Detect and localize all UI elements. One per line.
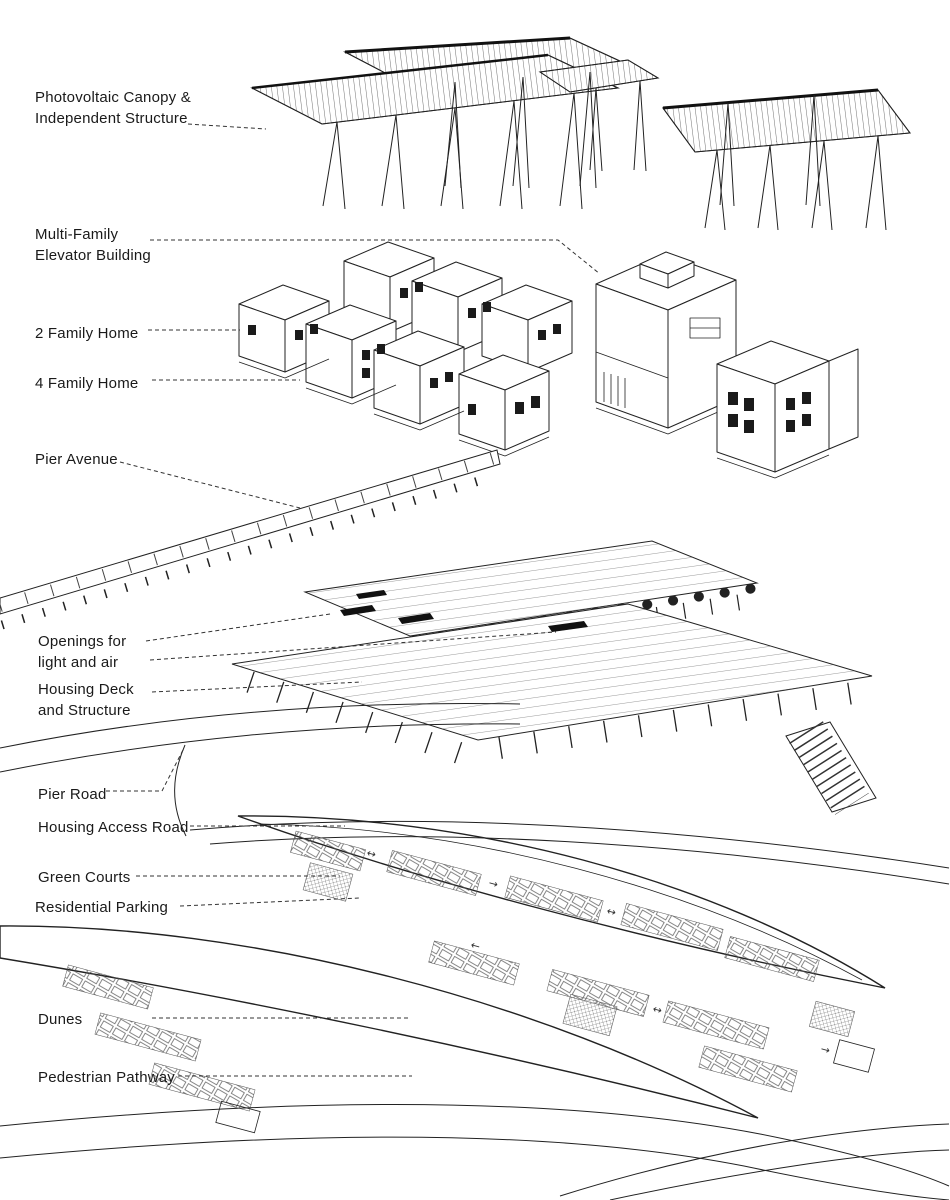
label-pier-road: Pier Road [38, 786, 107, 803]
leader-pier-avenue [119, 461, 301, 509]
label-housing-deck-line2: and Structure [38, 702, 131, 719]
pier-avenue-drawing [0, 449, 501, 630]
deck-stair [789, 721, 869, 815]
label-pedestrian-pathway: Pedestrian Pathway [38, 1069, 176, 1086]
leader-lines [106, 123, 601, 1077]
svg-text:→: → [487, 876, 499, 891]
label-dunes: Dunes [38, 1011, 83, 1028]
photovoltaic-canopy-drawing [250, 36, 911, 231]
leader-openings-1 [145, 613, 331, 642]
label-green-courts: Green Courts [38, 869, 131, 886]
svg-text:←: ← [469, 938, 481, 953]
label-multi-family: Multi-Family Elevator Building [35, 224, 151, 266]
parking-arrows: ↔ → ↔ ← ↔ → [365, 846, 831, 1057]
label-openings-line1: Openings for [38, 633, 127, 650]
pathway-drawing [0, 1104, 950, 1200]
cluster-windows [248, 282, 561, 415]
label-openings: Openings for light and air [38, 631, 126, 673]
leader-housing-deck [151, 681, 363, 693]
roads-drawing [0, 702, 950, 885]
label-photovoltaic-canopy: Photovoltaic Canopy & Independent Struct… [35, 87, 191, 129]
svg-text:↔: ↔ [365, 846, 377, 861]
plan-structures [215, 1039, 875, 1134]
svg-text:→: → [819, 1042, 831, 1057]
deck-openings [340, 590, 588, 632]
leader-residential-parking [179, 897, 361, 907]
label-photovoltaic-canopy-line2: Independent Structure [35, 110, 188, 127]
label-multi-family-line1: Multi-Family [35, 226, 119, 243]
label-photovoltaic-canopy-line1: Photovoltaic Canopy & [35, 89, 191, 106]
svg-text:↔: ↔ [651, 1002, 663, 1017]
housing-deck-drawing [231, 540, 877, 815]
label-four-family-home: 4 Family Home [35, 375, 139, 392]
label-residential-parking: Residential Parking [35, 899, 169, 916]
svg-text:↔: ↔ [605, 904, 617, 919]
label-multi-family-line2: Elevator Building [35, 247, 151, 264]
canopy-struts [322, 71, 887, 231]
right-building-windows [728, 392, 811, 433]
homes-cluster-drawing [238, 241, 573, 457]
pier-road-line [0, 702, 521, 749]
label-housing-access-road: Housing Access Road [38, 819, 189, 836]
housing-access-road-line [189, 820, 950, 869]
label-two-family-home: 2 Family Home [35, 325, 139, 342]
green-courts-drawing [302, 862, 856, 1038]
leader-multi-family [150, 239, 601, 275]
label-pier-avenue: Pier Avenue [35, 451, 118, 468]
label-openings-line2: light and air [38, 654, 119, 671]
residential-parking-drawing [62, 830, 820, 1112]
label-housing-deck-line1: Housing Deck [38, 681, 134, 698]
leader-photovoltaic-canopy [187, 123, 267, 130]
pedestrian-pathway-line [0, 1104, 950, 1187]
four-family-building-drawing [716, 340, 859, 479]
label-housing-deck: Housing Deck and Structure [38, 679, 134, 721]
leader-openings-2 [149, 631, 557, 661]
leader-pier-road [106, 747, 185, 792]
multi-family-building-drawing [595, 251, 737, 435]
